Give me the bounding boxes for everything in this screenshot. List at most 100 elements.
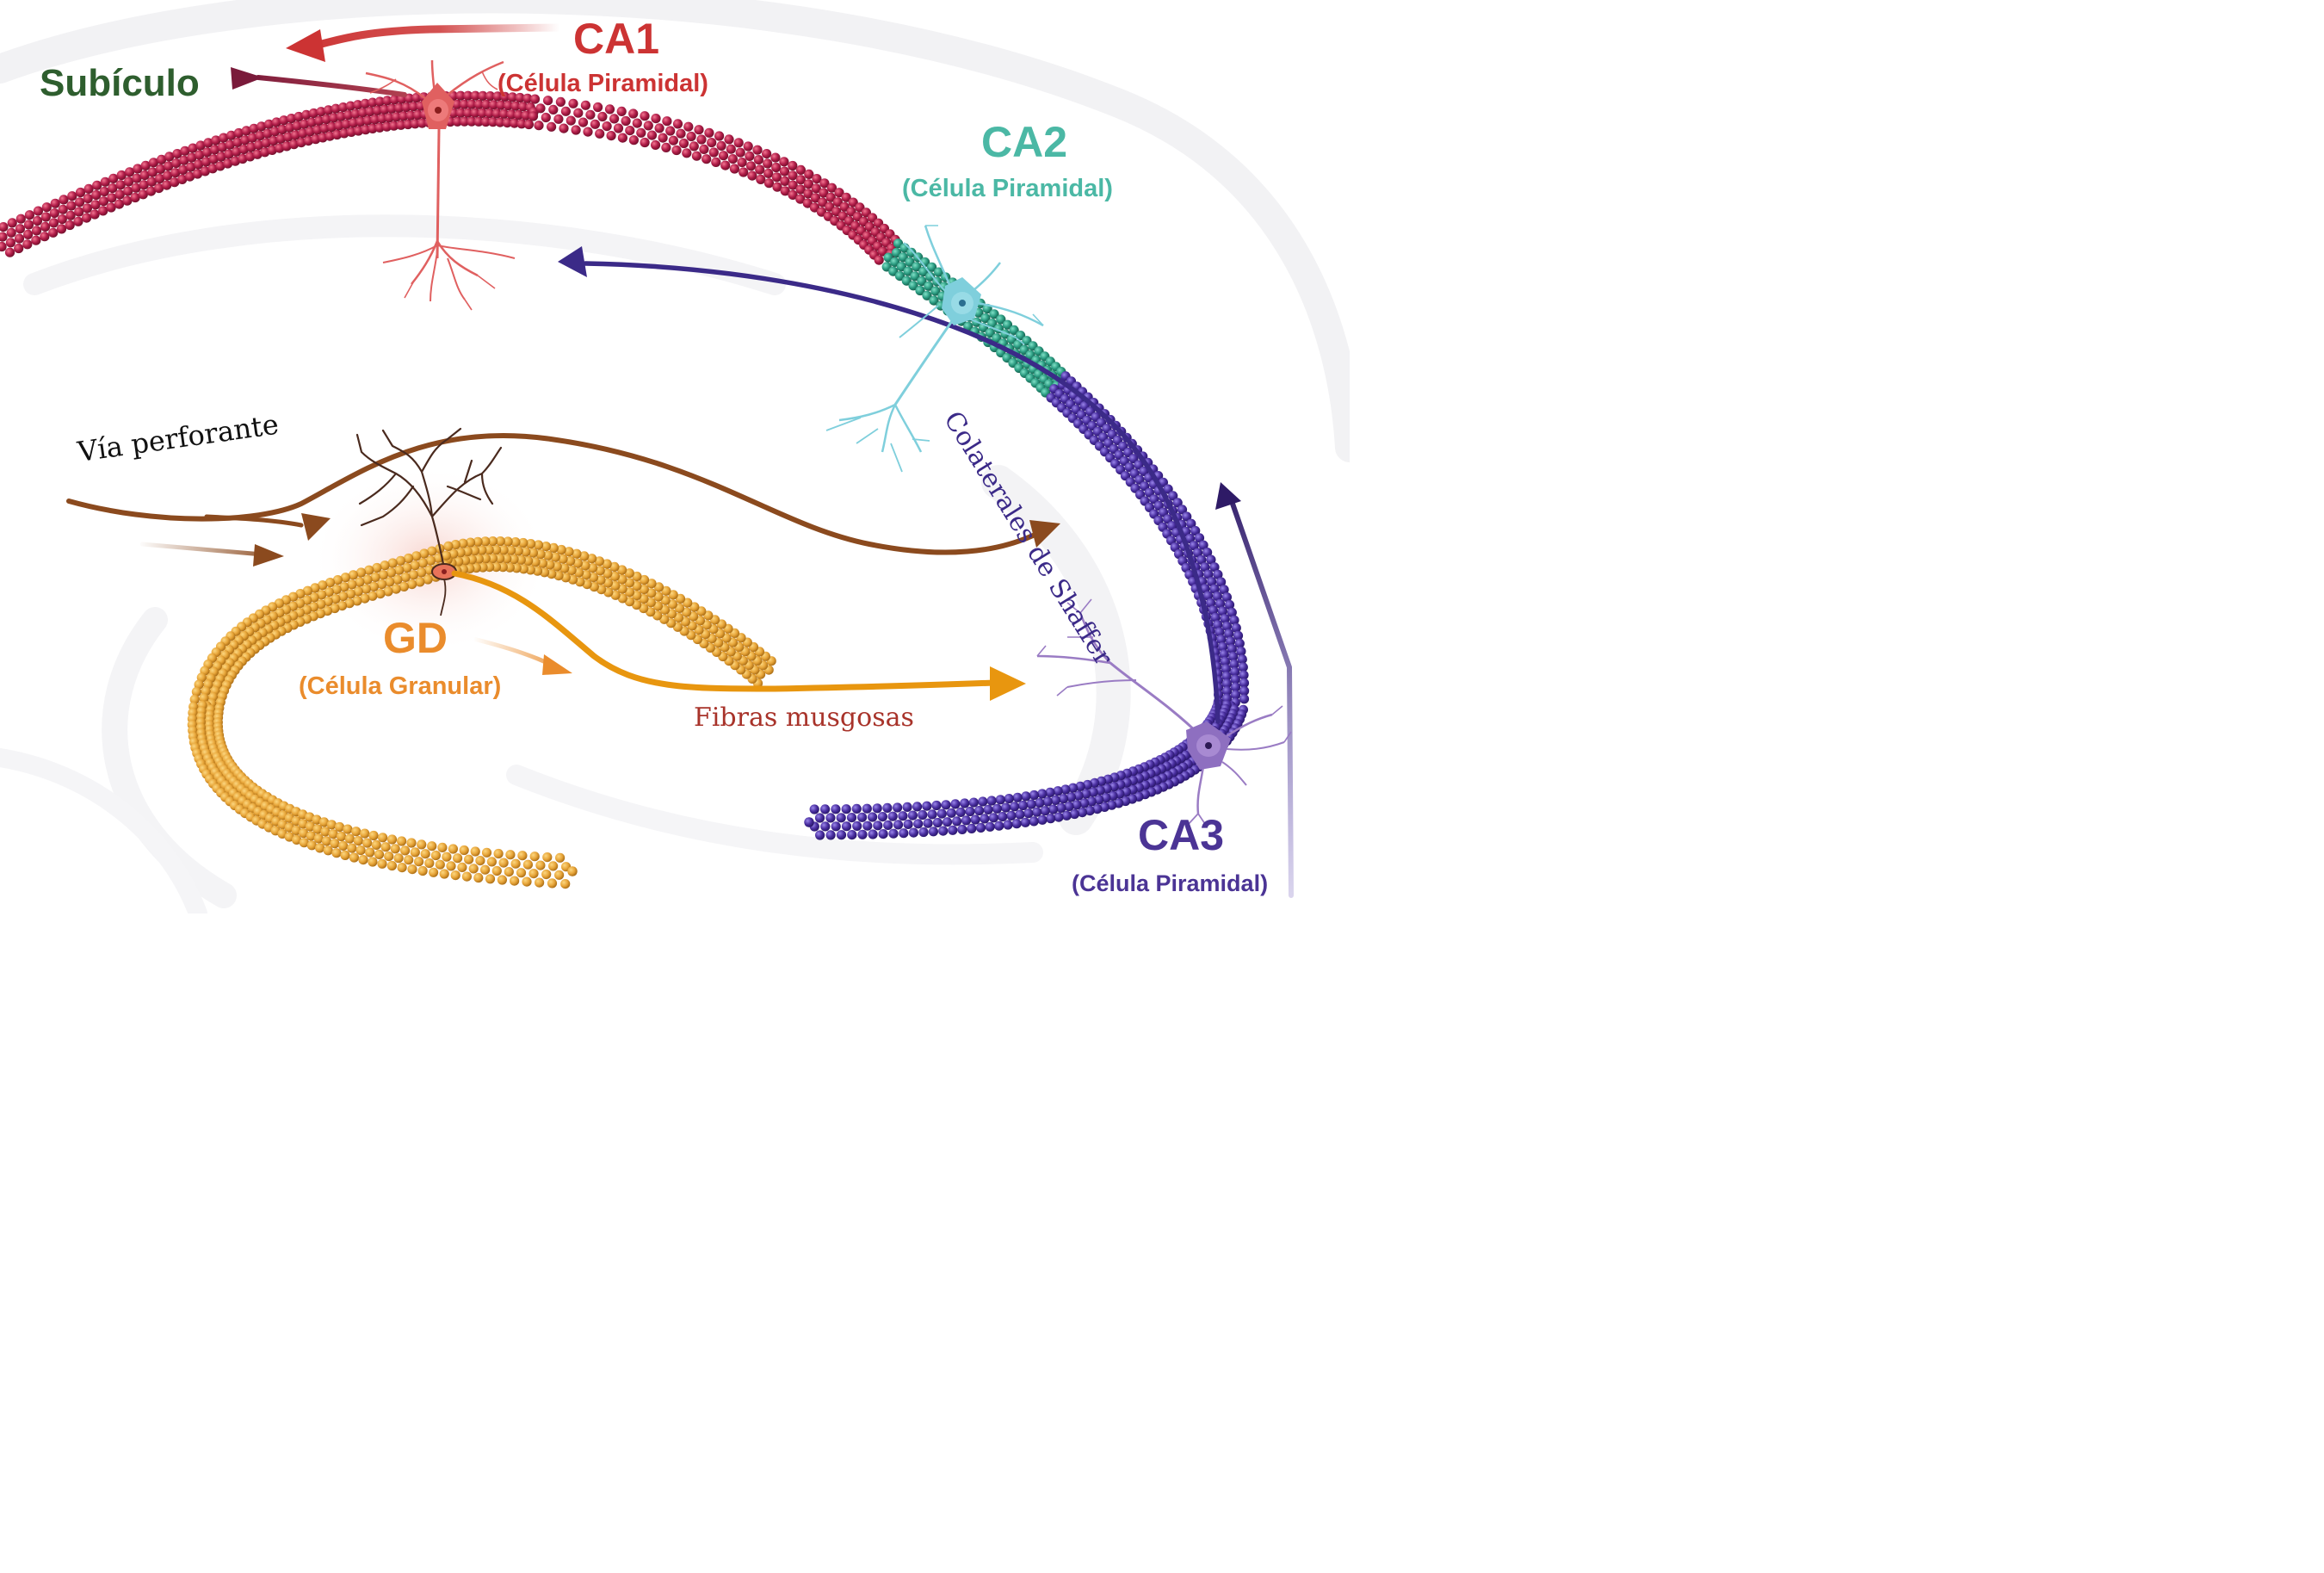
dg-granule-bead: [594, 556, 605, 567]
ca1-cell-bead: [772, 182, 782, 192]
ca3-cell-bead: [1053, 786, 1063, 796]
ca1-cell-bead: [473, 99, 485, 109]
ca1-cell-bead: [470, 108, 480, 118]
dg-granule-bead: [564, 547, 574, 557]
ca3-cell-bead: [1026, 799, 1036, 809]
ca3-cell-bead: [1040, 806, 1050, 816]
ca1-cell-bead: [294, 111, 304, 122]
ca3-cell-bead: [857, 812, 868, 822]
ca1-cell-bead: [616, 106, 627, 116]
ca1-cell-bead: [452, 99, 462, 109]
dg-granule-bead: [417, 839, 427, 850]
dg-granule-bead: [437, 842, 448, 853]
ca3-cell-bead: [882, 802, 893, 814]
ca3-cell-bead: [1042, 796, 1053, 807]
ca1-cell-bead: [257, 121, 267, 132]
dg-granule-bead: [581, 570, 591, 580]
dg-granule-bead: [541, 869, 552, 880]
ca1-cell-bead: [292, 121, 302, 131]
dg-granule-bead: [417, 558, 428, 568]
ca3-cell-bead: [831, 821, 841, 832]
ca3-cell-bead: [946, 808, 956, 818]
dg-granule-bead: [318, 817, 330, 827]
ca1-cell-bead: [535, 103, 546, 114]
ca1-cell-bead: [604, 104, 615, 115]
ca3-cell-bead: [988, 813, 998, 823]
ca1-cell-bead: [326, 121, 337, 133]
ca3-cell-bead: [887, 811, 898, 821]
ca3-cell-bead: [1186, 518, 1196, 529]
dg-granule-bead: [442, 852, 452, 862]
ca1-cell-bead: [324, 131, 335, 141]
ca3-cell-bead: [1068, 783, 1079, 793]
dg-granule-bead: [362, 838, 373, 848]
dg-granule-bead: [309, 592, 319, 603]
ca1-cell-bead: [410, 119, 420, 129]
ca1-cell-bead: [463, 108, 473, 118]
ca3-cell-bead: [1213, 569, 1223, 579]
ca1-cell-bead: [672, 119, 683, 129]
ca3-pyramidal-layer: [804, 371, 1250, 840]
ca1-cell-bead: [216, 152, 226, 162]
ca3-cell-bead: [852, 821, 862, 832]
dg-granule-bead: [420, 849, 430, 859]
ca1-cell-bead: [763, 158, 773, 169]
dg-granule-bead: [380, 560, 390, 571]
ca3-cell-bead: [1021, 791, 1031, 802]
dg-granule-bead: [543, 550, 553, 560]
ca1-cell-bead: [133, 164, 143, 174]
ca1-cell-bead: [219, 133, 229, 143]
ca1-cell-bead: [139, 170, 150, 181]
ca1-cell-label: (Célula Piramidal): [498, 70, 708, 97]
dg-granule-bead: [364, 565, 374, 575]
ca1-cell-bead: [90, 209, 100, 220]
ca3-cell-bead: [1163, 484, 1173, 494]
ca3-cell-bead: [1228, 651, 1239, 662]
dg-granule-bead: [378, 833, 388, 843]
ca3-cell-bead: [1239, 678, 1250, 688]
ca1-cell-bead: [288, 139, 300, 150]
ca1-cell-bead: [341, 119, 351, 129]
dentate-output-arrow: [471, 636, 572, 675]
ca1-cell-bead: [188, 143, 198, 153]
ca1-cell-bead: [319, 123, 330, 133]
ca1-cell-bead: [640, 137, 650, 148]
ca1-cell-bead: [108, 173, 119, 183]
dg-granule-bead: [368, 591, 378, 601]
ca1-cell-bead: [500, 91, 510, 102]
dg-granule-bead: [572, 548, 582, 559]
ca1-cell-bead: [286, 114, 297, 124]
dg-granule-bead: [518, 537, 528, 548]
ca1-cell-bead: [186, 162, 196, 172]
ca3-cell-bead: [1094, 795, 1104, 805]
dg-granule-bead: [516, 868, 527, 878]
ca2-cell-bead: [912, 262, 922, 272]
ca3-cell-bead: [1230, 666, 1240, 677]
dg-granule-bead: [355, 567, 367, 578]
dg-granule-bead: [351, 827, 362, 837]
ca1-cell-bead: [743, 141, 753, 152]
ca3-cell-bead: [1023, 808, 1034, 819]
dg-granule-bead: [495, 554, 505, 564]
ca1-cell-bead: [606, 131, 616, 141]
ca3-cell-bead: [918, 827, 929, 838]
ca3-cell-bead: [1216, 635, 1227, 645]
ca1-cell-bead: [788, 160, 798, 171]
ca3-cell-bead: [968, 797, 979, 808]
ca1-cell-bead: [83, 194, 93, 204]
dg-granule-bead: [199, 693, 209, 703]
ca3-cell-bead: [1050, 795, 1060, 806]
ca1-cell-bead: [252, 149, 263, 159]
dg-granule-bead: [430, 850, 441, 861]
ca3-cell-bead: [1082, 779, 1093, 790]
ca1-cell-bead: [503, 101, 514, 111]
ca1-cell-bead: [771, 162, 782, 173]
ca3-cell-bead: [1221, 664, 1231, 674]
dg-granule-bead: [340, 850, 350, 861]
dg-granule-bead: [324, 587, 334, 598]
ca1-cell-bead: [506, 109, 516, 120]
dg-granule-bead: [423, 574, 433, 585]
dg-granule-bead: [415, 577, 425, 587]
ca1-cell-bead: [338, 102, 349, 113]
dg-granule-bead: [603, 578, 614, 588]
